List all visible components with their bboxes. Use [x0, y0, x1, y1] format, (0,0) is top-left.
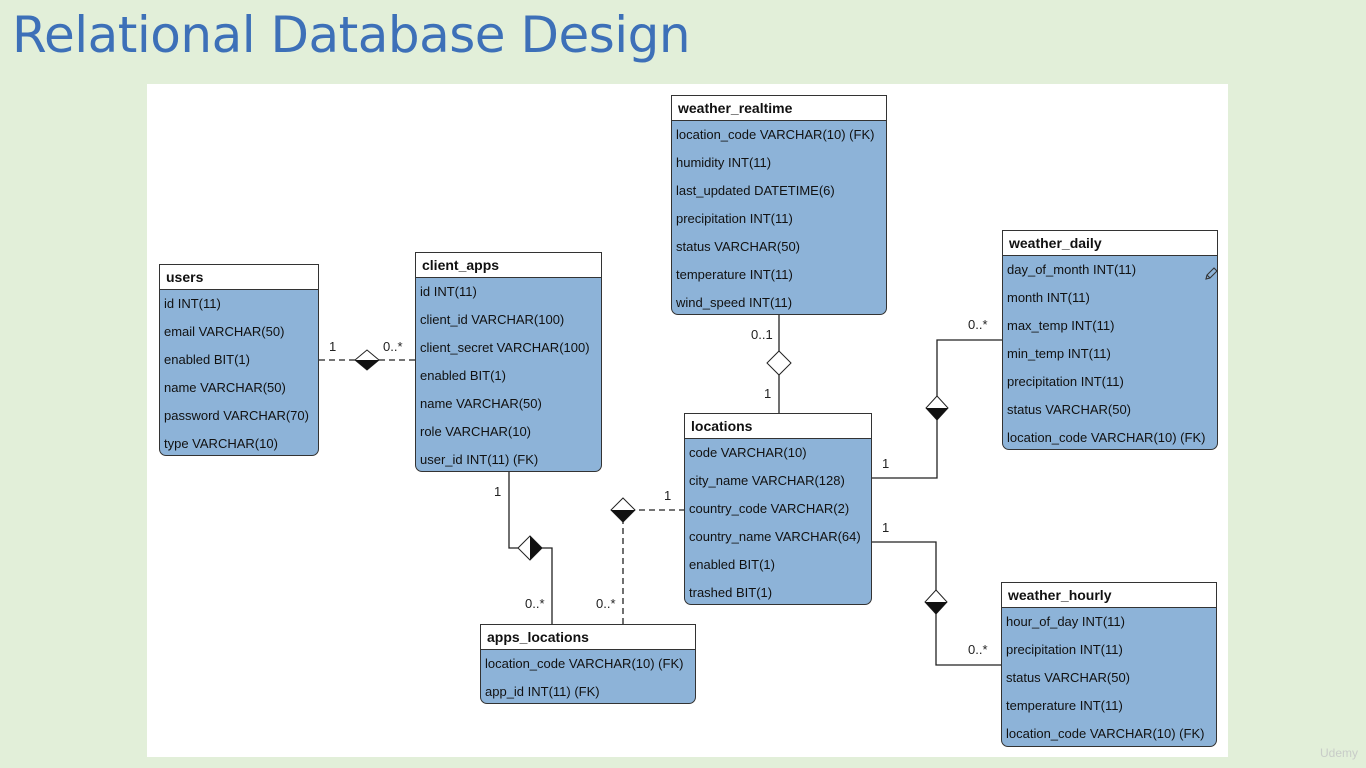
mult-apps-locations-many-loc: 0..* [596, 596, 616, 611]
entity-weather-realtime-title: weather_realtime [672, 96, 886, 121]
entity-weather-realtime-field: precipitation INT(11) [676, 211, 793, 226]
entity-weather-daily[interactable]: weather_daily day_of_month INT(11) month … [1002, 230, 1218, 450]
entity-locations-field: trashed BIT(1) [689, 585, 773, 600]
mult-locations-one-realtime: 1 [764, 386, 772, 401]
entity-weather-daily-field: max_temp INT(11) [1007, 318, 1115, 333]
mult-hourly-many: 0..* [968, 642, 988, 657]
entity-weather-hourly-field: status VARCHAR(50) [1006, 670, 1131, 685]
entity-client-apps-field: enabled BIT(1) [420, 368, 506, 383]
locations-apps-locations-relationship [610, 497, 685, 625]
entity-locations-field: code VARCHAR(10) [689, 445, 807, 460]
entity-weather-daily-title: weather_daily [1003, 231, 1217, 256]
mult-apps-locations-many-app: 0..* [525, 596, 545, 611]
entity-weather-hourly-title: weather_hourly [1002, 583, 1216, 608]
entity-users[interactable]: users id INT(11) email VARCHAR(50) enabled… [159, 264, 319, 456]
entity-users-field: email VARCHAR(50) [164, 324, 285, 339]
entity-users-fields: id INT(11) email VARCHAR(50) enabled BIT(1… [160, 290, 318, 455]
entity-locations-field: city_name VARCHAR(128) [689, 473, 845, 488]
entity-weather-realtime-field: status VARCHAR(50) [676, 239, 801, 254]
entity-weather-daily-field: day_of_month INT(11) [1007, 262, 1137, 277]
entity-users-field: name VARCHAR(50) [164, 380, 286, 395]
entity-client-apps-fields: id INT(11) client_id VARCHAR(100) client_s… [416, 278, 601, 471]
entity-client-apps-field: client_id VARCHAR(100) [420, 312, 565, 327]
entity-apps-locations-fields: location_code VARCHAR(10) (FK) app_id INT… [481, 650, 695, 703]
relationship-lines [319, 315, 1003, 666]
entity-weather-realtime-field: temperature INT(11) [676, 267, 793, 282]
udemy-watermark: Udemy [1319, 746, 1358, 760]
entity-client-apps-field: client_secret VARCHAR(100) [420, 340, 590, 355]
entity-weather-realtime[interactable]: weather_realtime location_code VARCHAR(1… [671, 95, 887, 315]
mult-locations-one-apps: 1 [664, 488, 672, 503]
entity-weather-realtime-field: location_code VARCHAR(10) (FK) [676, 127, 875, 142]
entity-weather-daily-field: min_temp INT(11) [1007, 346, 1111, 361]
entity-weather-hourly-fields: hour_of_day INT(11) precipitation INT(11)… [1002, 608, 1216, 746]
mult-realtime-zero-one: 0..1 [751, 327, 773, 342]
diagram-canvas: users id INT(11) email VARCHAR(50) enabled… [147, 84, 1228, 757]
entity-weather-hourly-field: precipitation INT(11) [1006, 642, 1123, 657]
entity-apps-locations[interactable]: apps_locations location_code VARCHAR(10)… [480, 624, 696, 704]
entity-client-apps-title: client_apps [416, 253, 601, 278]
locations-hourly-relationship [872, 541, 1002, 666]
entity-users-field: password VARCHAR(70) [164, 408, 309, 423]
entity-weather-hourly-field: location_code VARCHAR(10) (FK) [1006, 726, 1205, 741]
mult-locations-one-hourly: 1 [882, 520, 890, 535]
locations-daily-relationship [872, 339, 1003, 479]
entity-weather-daily-field: precipitation INT(11) [1007, 374, 1124, 389]
entity-client-apps-field: name VARCHAR(50) [420, 396, 542, 411]
entity-weather-realtime-field: humidity INT(11) [676, 155, 772, 170]
entity-users-title: users [160, 265, 318, 290]
mult-users-one: 1 [329, 339, 337, 354]
entity-weather-hourly-field: hour_of_day INT(11) [1006, 614, 1125, 629]
entity-apps-locations-title: apps_locations [481, 625, 695, 650]
entity-weather-daily-field: month INT(11) [1007, 290, 1090, 305]
mult-client-apps-many: 0..* [383, 339, 403, 354]
entity-users-field: type VARCHAR(10) [164, 436, 278, 451]
entity-locations-title: locations [685, 414, 871, 439]
entity-weather-hourly[interactable]: weather_hourly hour_of_day INT(11) precip… [1001, 582, 1217, 747]
entity-client-apps[interactable]: client_apps id INT(11) client_id VARCHAR(… [415, 252, 602, 472]
mult-locations-one-daily: 1 [882, 456, 890, 471]
entity-locations-field: enabled BIT(1) [689, 557, 775, 572]
client-apps-apps-locations-relationship [508, 471, 553, 625]
realtime-locations-relationship [766, 315, 792, 414]
entity-weather-daily-fields: day_of_month INT(11) month INT(11) max_tem… [1003, 256, 1217, 449]
entity-users-field: enabled BIT(1) [164, 352, 250, 367]
entity-client-apps-field: role VARCHAR(10) [420, 424, 532, 439]
entity-locations-fields: code VARCHAR(10) city_name VARCHAR(128) co… [685, 439, 871, 604]
entity-client-apps-field: user_id INT(11) (FK) [420, 452, 539, 467]
entity-locations-field: country_code VARCHAR(2) [689, 501, 850, 516]
users-client-apps-relationship [319, 349, 417, 371]
entity-apps-locations-field: location_code VARCHAR(10) (FK) [485, 656, 684, 671]
slide-title: Relational Database Design [12, 6, 691, 64]
entity-weather-daily-field: status VARCHAR(50) [1007, 402, 1132, 417]
entity-users-field: id INT(11) [164, 296, 221, 311]
mult-daily-many: 0..* [968, 317, 988, 332]
entity-weather-daily-field: location_code VARCHAR(10) (FK) [1007, 430, 1206, 445]
entity-weather-realtime-fields: location_code VARCHAR(10) (FK) humidity I… [672, 121, 886, 314]
entity-client-apps-field: id INT(11) [420, 284, 477, 299]
entity-apps-locations-field: app_id INT(11) (FK) [485, 684, 600, 699]
mult-client-apps-one: 1 [494, 484, 502, 499]
entity-weather-realtime-field: last_updated DATETIME(6) [676, 183, 835, 198]
entity-weather-hourly-field: temperature INT(11) [1006, 698, 1123, 713]
entity-locations-field: country_name VARCHAR(64) [689, 529, 861, 544]
pencil-icon [1205, 267, 1218, 280]
entity-weather-realtime-field: wind_speed INT(11) [676, 295, 793, 310]
entity-locations[interactable]: locations code VARCHAR(10) city_name VARC… [684, 413, 872, 605]
